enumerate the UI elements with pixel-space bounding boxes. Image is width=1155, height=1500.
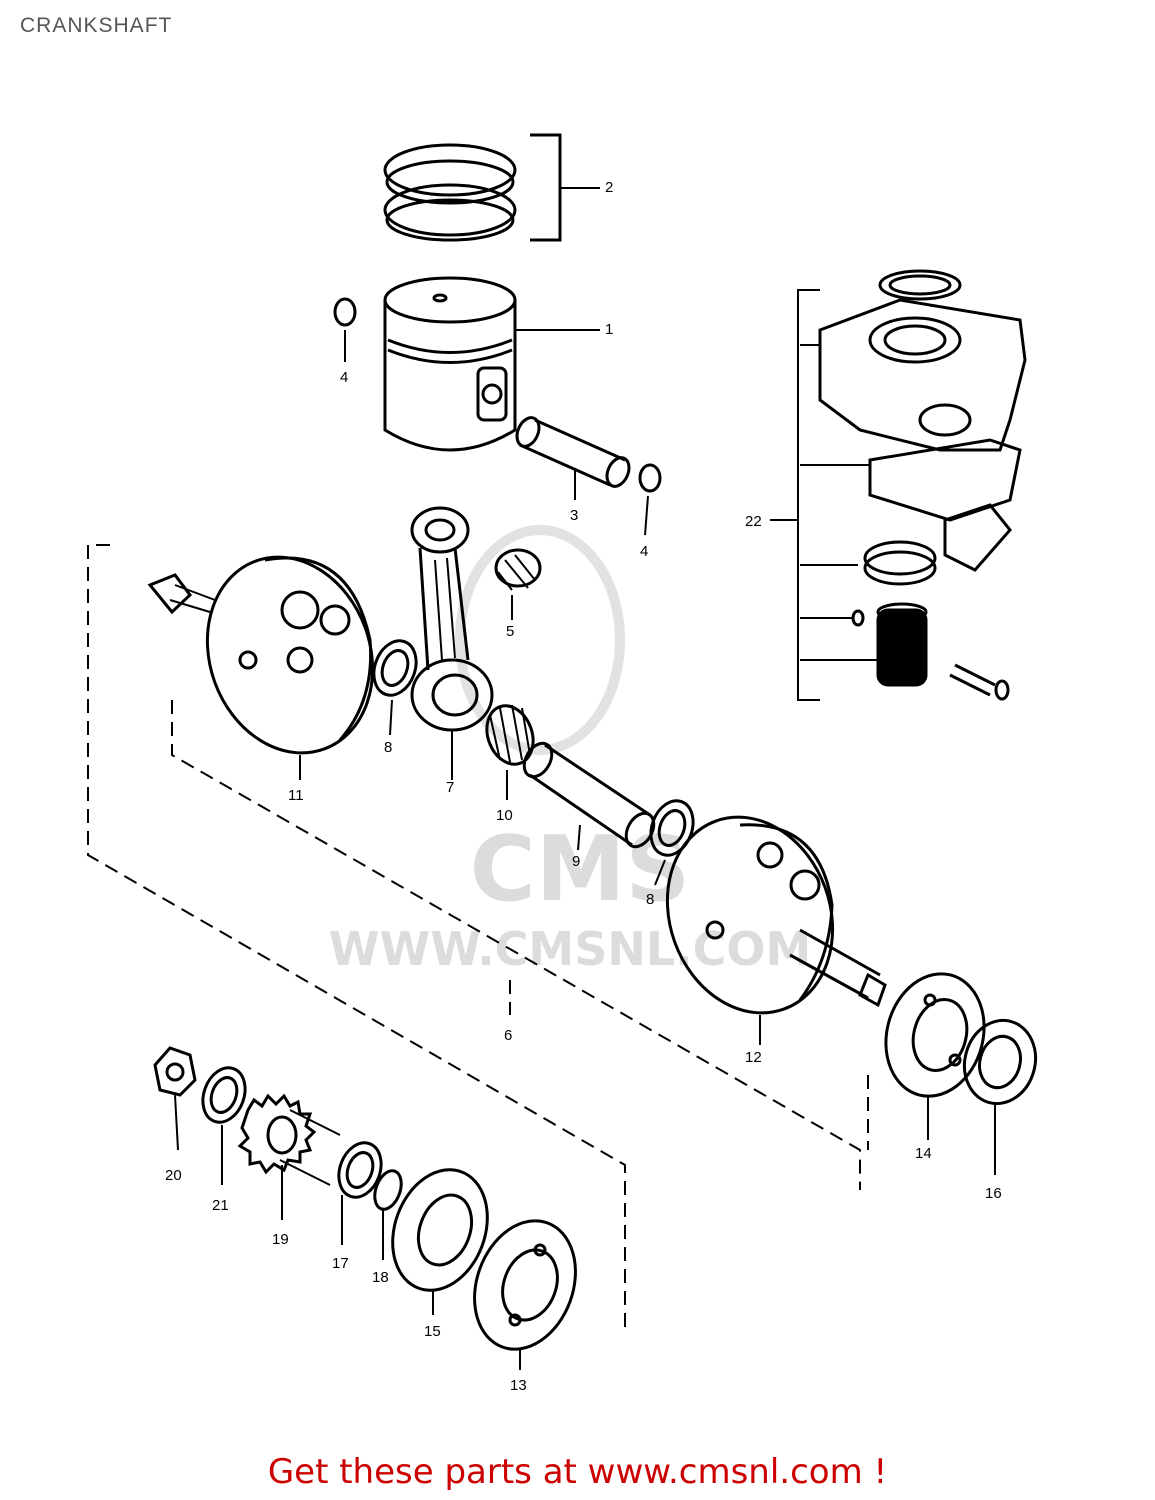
callout-2: 2 bbox=[605, 179, 613, 196]
crank-bearing-left bbox=[391, 1168, 489, 1315]
callout-13: 13 bbox=[510, 1377, 527, 1394]
o-ring bbox=[373, 1169, 403, 1260]
callout-8-right: 8 bbox=[646, 891, 654, 908]
callout-15: 15 bbox=[424, 1323, 441, 1340]
oil-seal-left bbox=[473, 1219, 577, 1370]
callout-17: 17 bbox=[332, 1255, 349, 1272]
callout-21: 21 bbox=[212, 1197, 229, 1214]
callout-6: 6 bbox=[504, 1027, 512, 1044]
crankshaft-nut bbox=[153, 1046, 197, 1151]
crankshaft-assembly-bracket bbox=[87, 544, 869, 1330]
lock-washer bbox=[201, 1066, 247, 1185]
cylinder-kit-group bbox=[770, 269, 1027, 701]
callout-4-left: 4 bbox=[340, 369, 348, 386]
callout-1: 1 bbox=[605, 321, 613, 338]
piston-pin bbox=[515, 416, 631, 500]
piston bbox=[383, 276, 600, 452]
connecting-rod bbox=[410, 506, 494, 780]
crankshaft-left-half bbox=[147, 555, 375, 780]
oil-seal-right bbox=[962, 1018, 1038, 1175]
callout-22: 22 bbox=[745, 513, 762, 530]
spacer bbox=[337, 1141, 383, 1245]
get-parts-link[interactable]: Get these parts at www.cmsnl.com ! bbox=[267, 1452, 888, 1492]
diagram-title: CRANKSHAFT bbox=[20, 14, 173, 37]
crank-pin bbox=[522, 741, 656, 851]
watermark-mascot bbox=[455, 525, 625, 755]
piston-rings bbox=[383, 133, 600, 242]
big-end-bearing bbox=[485, 704, 535, 800]
callout-11: 11 bbox=[288, 787, 304, 804]
callout-labels: 2 1 4 3 4 22 5 8 7 11 10 9 8 6 12 14 16 … bbox=[165, 179, 1002, 1394]
callout-4-right: 4 bbox=[640, 543, 648, 560]
callout-14: 14 bbox=[915, 1145, 932, 1162]
small-end-bearing bbox=[494, 548, 542, 620]
callout-9: 9 bbox=[572, 853, 580, 870]
primary-drive-gear bbox=[237, 1093, 341, 1220]
callout-10: 10 bbox=[496, 807, 513, 824]
crank-bearing-right bbox=[884, 972, 986, 1140]
callout-20: 20 bbox=[165, 1167, 182, 1184]
callout-3: 3 bbox=[570, 507, 578, 524]
piston-pin-clip-left bbox=[333, 297, 357, 362]
thrust-washer-left bbox=[372, 639, 418, 736]
callout-5: 5 bbox=[506, 623, 514, 640]
callout-16: 16 bbox=[985, 1185, 1002, 1202]
watermark-site: WWW.CMSNL.COM bbox=[329, 922, 812, 976]
piston-pin-clip-right bbox=[638, 463, 662, 536]
crankshaft-right-half bbox=[665, 815, 887, 1045]
callout-7: 7 bbox=[446, 779, 454, 796]
callout-8-left: 8 bbox=[384, 739, 392, 756]
watermark: CMS WWW.CMSNL.COM bbox=[329, 525, 812, 976]
callout-19: 19 bbox=[272, 1231, 289, 1248]
callout-18: 18 bbox=[372, 1269, 389, 1286]
callout-12: 12 bbox=[745, 1049, 762, 1066]
